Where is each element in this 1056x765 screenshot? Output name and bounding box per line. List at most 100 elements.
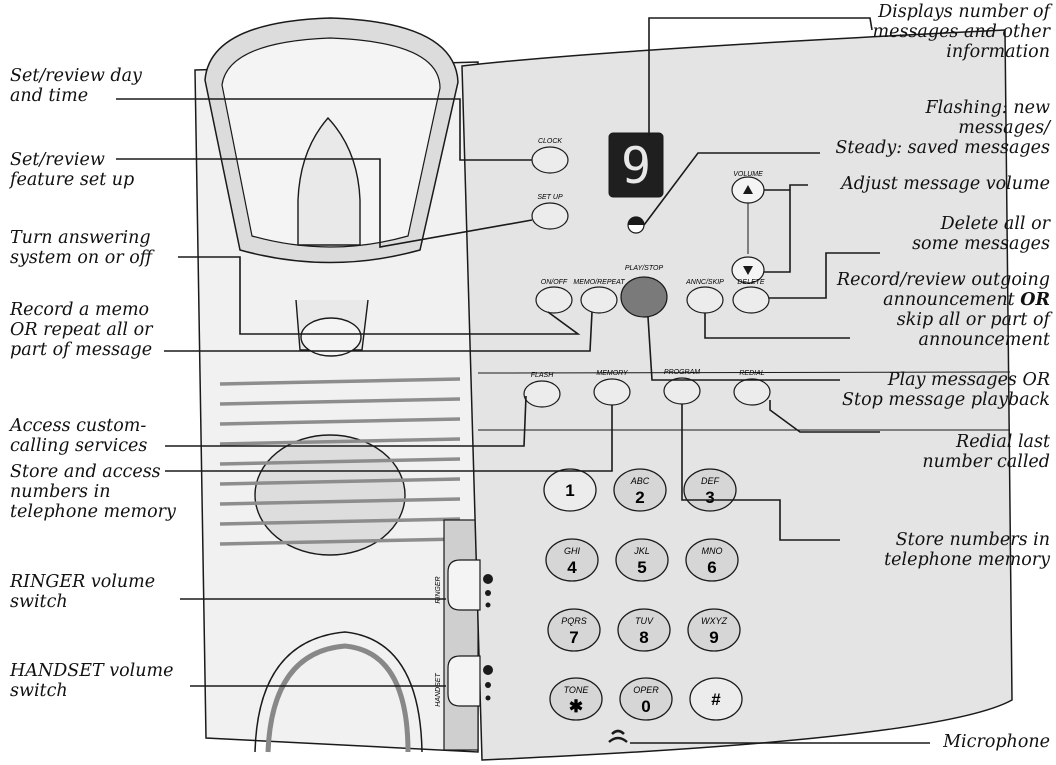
callout-memo: Record a memo OR repeat all or part of m… <box>10 300 153 360</box>
keypad-key-digit: 3 <box>705 488 714 507</box>
callout-redial-line2: number called <box>922 452 1050 472</box>
program-button-label: PROGRAM <box>664 369 700 376</box>
callout-indicator: Flashing: new messages/ Steady: saved me… <box>835 98 1050 158</box>
keypad-key-9[interactable]: WXYZ 9 <box>687 608 741 652</box>
keypad-key-shape[interactable] <box>685 538 739 582</box>
handset-mouthpiece <box>254 631 423 753</box>
flash-button[interactable] <box>523 380 561 408</box>
volume-down-icon <box>743 266 753 275</box>
delete-button-label: DELETE <box>737 279 765 286</box>
handset-volume-switch[interactable] <box>447 655 481 707</box>
keypad-key-digit: 7 <box>569 628 578 647</box>
keypad-key-1[interactable]: 1 <box>543 468 597 512</box>
onoff-button[interactable] <box>535 286 573 314</box>
program-button[interactable] <box>663 377 701 405</box>
volume-label: VOLUME <box>733 171 763 178</box>
speaker-cover <box>254 434 406 556</box>
keypad-key-letters: MNO <box>702 546 723 556</box>
keypad-key-shape[interactable] <box>549 677 603 721</box>
callout-play-line1: Play messages OR <box>887 370 1050 390</box>
keypad-key-letters: DEF <box>701 476 720 486</box>
callout-memo-line3: part of message <box>10 340 153 360</box>
handset-hook <box>297 116 361 246</box>
keypad-key-3[interactable]: DEF 3 <box>683 468 737 512</box>
keypad-key-digit: 8 <box>639 628 648 647</box>
volume-up-icon <box>743 185 753 194</box>
memory-button-label: MEMORY <box>596 370 629 377</box>
keypad-key-shape[interactable] <box>689 677 743 721</box>
keypad-key-letters: TONE <box>564 685 590 695</box>
keypad-key-4[interactable]: GHI 4 <box>545 538 599 582</box>
callout-microphone: Microphone <box>943 732 1050 752</box>
callout-indicator-line3: Steady: saved messages <box>835 138 1050 158</box>
keypad-key-shape[interactable] <box>547 608 601 652</box>
ringer-volume-switch[interactable] <box>447 559 481 611</box>
callout-redial: Redial last number called <box>922 432 1050 472</box>
callout-memory: Store and access numbers in telephone me… <box>10 462 176 522</box>
play-stop-button[interactable] <box>620 276 668 318</box>
keypad-key-5[interactable]: JKL 5 <box>615 538 669 582</box>
keypad-key-digit: 4 <box>567 558 577 577</box>
keypad-key-10[interactable]: TONE ✱ <box>549 677 603 721</box>
keypad-key-shape[interactable] <box>617 608 671 652</box>
callout-display: Displays number of messages and other in… <box>873 2 1050 62</box>
keypad-key-letters: JKL <box>633 546 650 556</box>
callout-program-line2: telephone memory <box>884 550 1050 570</box>
keypad-key-letters: TUV <box>635 616 654 626</box>
keypad-key-letters: GHI <box>564 546 581 556</box>
microphone-icon <box>608 729 628 743</box>
callout-volume: Adjust message volume <box>841 174 1050 194</box>
delete-button[interactable] <box>732 286 770 314</box>
callout-flash-line1: Access custom- <box>10 416 147 436</box>
clock-button[interactable] <box>531 146 569 174</box>
memory-button[interactable] <box>593 378 631 406</box>
speaker-grille <box>219 377 461 546</box>
callout-flash: Access custom- calling services <box>10 416 147 456</box>
keypad-key-shape[interactable] <box>619 677 673 721</box>
callout-ringer-line2: switch <box>10 592 68 612</box>
keypad-key-shape[interactable] <box>613 468 667 512</box>
callout-annc-line2-text: announcement <box>883 290 1021 310</box>
redial-button[interactable] <box>733 378 771 406</box>
keypad-key-digit: 6 <box>707 558 716 577</box>
volume-switch-track <box>443 519 479 751</box>
handset-switch-label: HANDSET <box>435 673 442 707</box>
callout-delete-line1: Delete all or <box>940 214 1050 234</box>
keypad-key-shape[interactable] <box>545 538 599 582</box>
callout-setup-line2: feature set up <box>10 170 135 190</box>
callout-program-line1: Store numbers in <box>895 530 1050 550</box>
hook-switch[interactable] <box>300 317 362 357</box>
callout-annc-line2-emphasis: OR <box>1020 290 1050 310</box>
keypad-key-digit: 5 <box>637 558 646 577</box>
keypad-key-12[interactable]: # <box>689 677 743 721</box>
annc-skip-button[interactable] <box>686 286 724 314</box>
callout-volume-line1: Adjust message volume <box>841 174 1050 194</box>
setup-button[interactable] <box>531 202 569 230</box>
redial-button-label: REDIAL <box>739 370 764 377</box>
callout-microphone-line1: Microphone <box>943 732 1050 752</box>
callout-annc-line4: announcement <box>918 330 1050 350</box>
keypad-key-shape[interactable] <box>687 608 741 652</box>
keypad-key-letters: WXYZ <box>701 616 728 626</box>
callout-clock-line1: Set/review day <box>10 66 142 86</box>
callout-annc-line2: announcement OR <box>837 290 1050 310</box>
callout-memory-line1: Store and access <box>10 462 161 482</box>
keypad-key-shape[interactable] <box>543 468 597 512</box>
callout-annc: Record/review outgoing announcement OR s… <box>837 270 1050 350</box>
callout-handset-line1: HANDSET volume <box>10 661 174 681</box>
keypad-key-digit: 9 <box>709 628 718 647</box>
callout-setup-line1: Set/review <box>10 150 105 170</box>
callout-indicator-line2: messages/ <box>958 118 1050 138</box>
keypad-key-shape[interactable] <box>615 538 669 582</box>
keypad-key-6[interactable]: MNO 6 <box>685 538 739 582</box>
callout-delete-line2: some messages <box>912 234 1050 254</box>
callout-play: Play messages OR Stop message playback <box>842 370 1050 410</box>
keypad-key-digit: ✱ <box>569 697 583 716</box>
keypad-key-8[interactable]: TUV 8 <box>617 608 671 652</box>
memo-repeat-button[interactable] <box>580 286 618 314</box>
memo-repeat-button-label: MEMO/REPEAT <box>573 279 625 286</box>
